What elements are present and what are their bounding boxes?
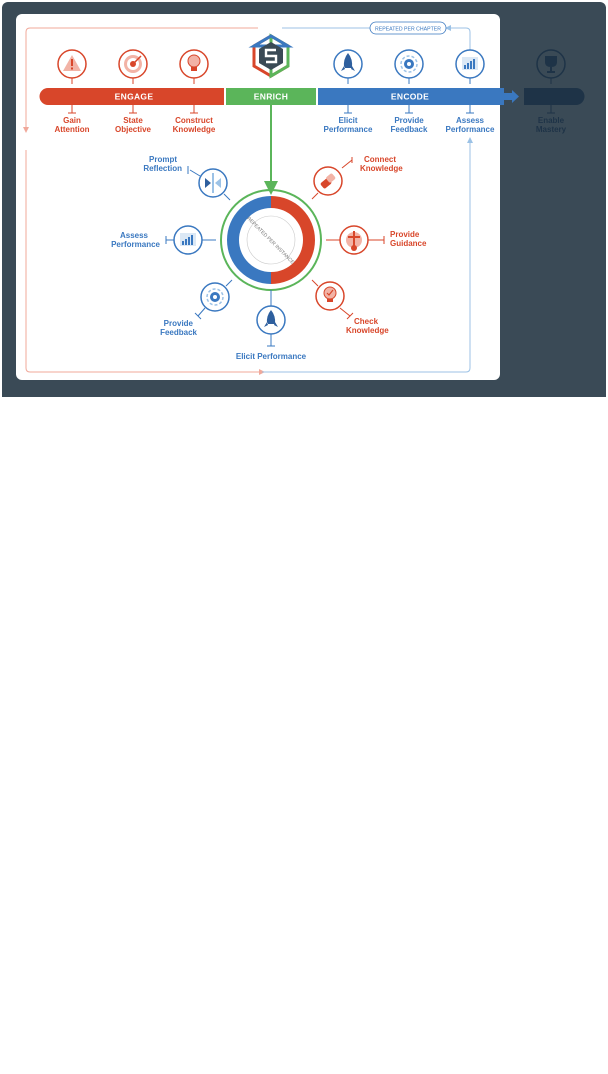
cycle-prompt-reflection <box>187 166 231 201</box>
step-gain-attention <box>57 49 87 114</box>
logo-hexagon <box>248 33 294 79</box>
prompt-reflection-label-2: Reflection <box>143 164 182 173</box>
cycle-assess-performance-label-2: Performance <box>111 240 160 249</box>
signpost-guidance-icon <box>346 231 362 251</box>
reflection-icon <box>205 173 221 193</box>
connect-knowledge-label-1: Connect <box>364 155 396 164</box>
cycle-provide-feedback <box>194 279 233 320</box>
provide-guidance-label-2: Guidance <box>390 239 427 248</box>
provide-guidance-label-1: Provide <box>390 230 420 239</box>
chapter-loop-red <box>25 27 258 128</box>
elicit-performance-label-2: Performance <box>324 125 373 134</box>
gain-attention-label-2: Attention <box>54 125 89 134</box>
cycle-connect-knowledge <box>311 157 353 200</box>
cycle-provide-guidance <box>326 225 385 255</box>
enrich-band <box>226 88 316 105</box>
assess-performance-label-2: Performance <box>446 125 495 134</box>
learning-cycle-diagram: REPEATED PER CHAPTER ENGAGE ENRICH ENCOD… <box>16 14 585 380</box>
repeated-chapter-tag <box>369 21 447 35</box>
construct-knowledge-label-1: Construct <box>175 116 213 125</box>
state-objective-label-1: State <box>123 116 143 125</box>
elicit-performance-label-1: Elicit <box>338 116 357 125</box>
step-construct-knowledge <box>179 49 209 114</box>
cycle-provide-feedback-label-2: Feedback <box>160 328 197 337</box>
cycle-assess-performance <box>165 225 216 255</box>
step-state-objective <box>118 49 148 114</box>
bottom-loop-red <box>25 150 265 375</box>
provide-feedback-label-2: Feedback <box>391 125 428 134</box>
target-icon <box>124 55 142 73</box>
enable-mastery-label-2: Mastery <box>536 125 567 134</box>
gear-icon <box>206 288 224 306</box>
engage-label: ENGAGE <box>115 92 154 102</box>
chapter-loop-blue <box>445 25 471 52</box>
gain-attention-label-1: Gain <box>63 116 81 125</box>
cycle-blue-arc <box>227 196 271 284</box>
engage-band <box>39 88 224 105</box>
construct-knowledge-label-2: Knowledge <box>173 125 216 134</box>
diagram-panel <box>16 14 500 380</box>
encode-label: ENCODE <box>391 92 429 102</box>
cycle-red-arc <box>271 196 315 284</box>
provide-feedback-label-1: Provide <box>394 116 424 125</box>
connect-plug-icon <box>320 173 336 189</box>
bar-chart-icon <box>180 233 196 246</box>
step-assess-performance <box>455 49 485 114</box>
prompt-reflection-label-1: Prompt <box>149 155 177 164</box>
step-elicit-performance <box>333 49 363 114</box>
lightbulb-icon <box>187 54 201 71</box>
step-provide-feedback <box>394 49 424 114</box>
cycle-elicit-performance <box>256 290 286 347</box>
instance-cycle: REPEATED PER INSTANCE <box>220 189 322 291</box>
cycle-provide-feedback-label-1: Provide <box>164 319 194 328</box>
rocket-icon <box>264 310 278 327</box>
rocket-icon <box>341 53 355 71</box>
enrich-label: ENRICH <box>254 92 288 102</box>
enable-mastery-label-1: Enable <box>538 116 565 125</box>
bar-chart-icon <box>462 57 478 70</box>
mastery-band <box>524 88 585 105</box>
cycle-check-knowledge <box>311 279 354 320</box>
lightbulb-check-icon <box>323 286 337 302</box>
connect-knowledge-label-2: Knowledge <box>360 164 403 173</box>
bottom-loop-blue <box>262 137 473 373</box>
repeated-chapter-label: REPEATED PER CHAPTER <box>375 27 441 33</box>
check-knowledge-label-2: Knowledge <box>346 326 389 335</box>
cycle-elicit-performance-label: Elicit Performance <box>236 352 307 361</box>
check-knowledge-label-1: Check <box>354 317 379 326</box>
encode-arrow <box>504 90 519 103</box>
gear-icon <box>400 55 418 73</box>
cycle-assess-performance-label-1: Assess <box>120 231 149 240</box>
state-objective-label-2: Objective <box>115 125 152 134</box>
trophy-icon <box>545 56 557 73</box>
encode-band <box>318 88 504 105</box>
assess-performance-label-1: Assess <box>456 116 485 125</box>
step-enable-mastery <box>536 49 566 114</box>
